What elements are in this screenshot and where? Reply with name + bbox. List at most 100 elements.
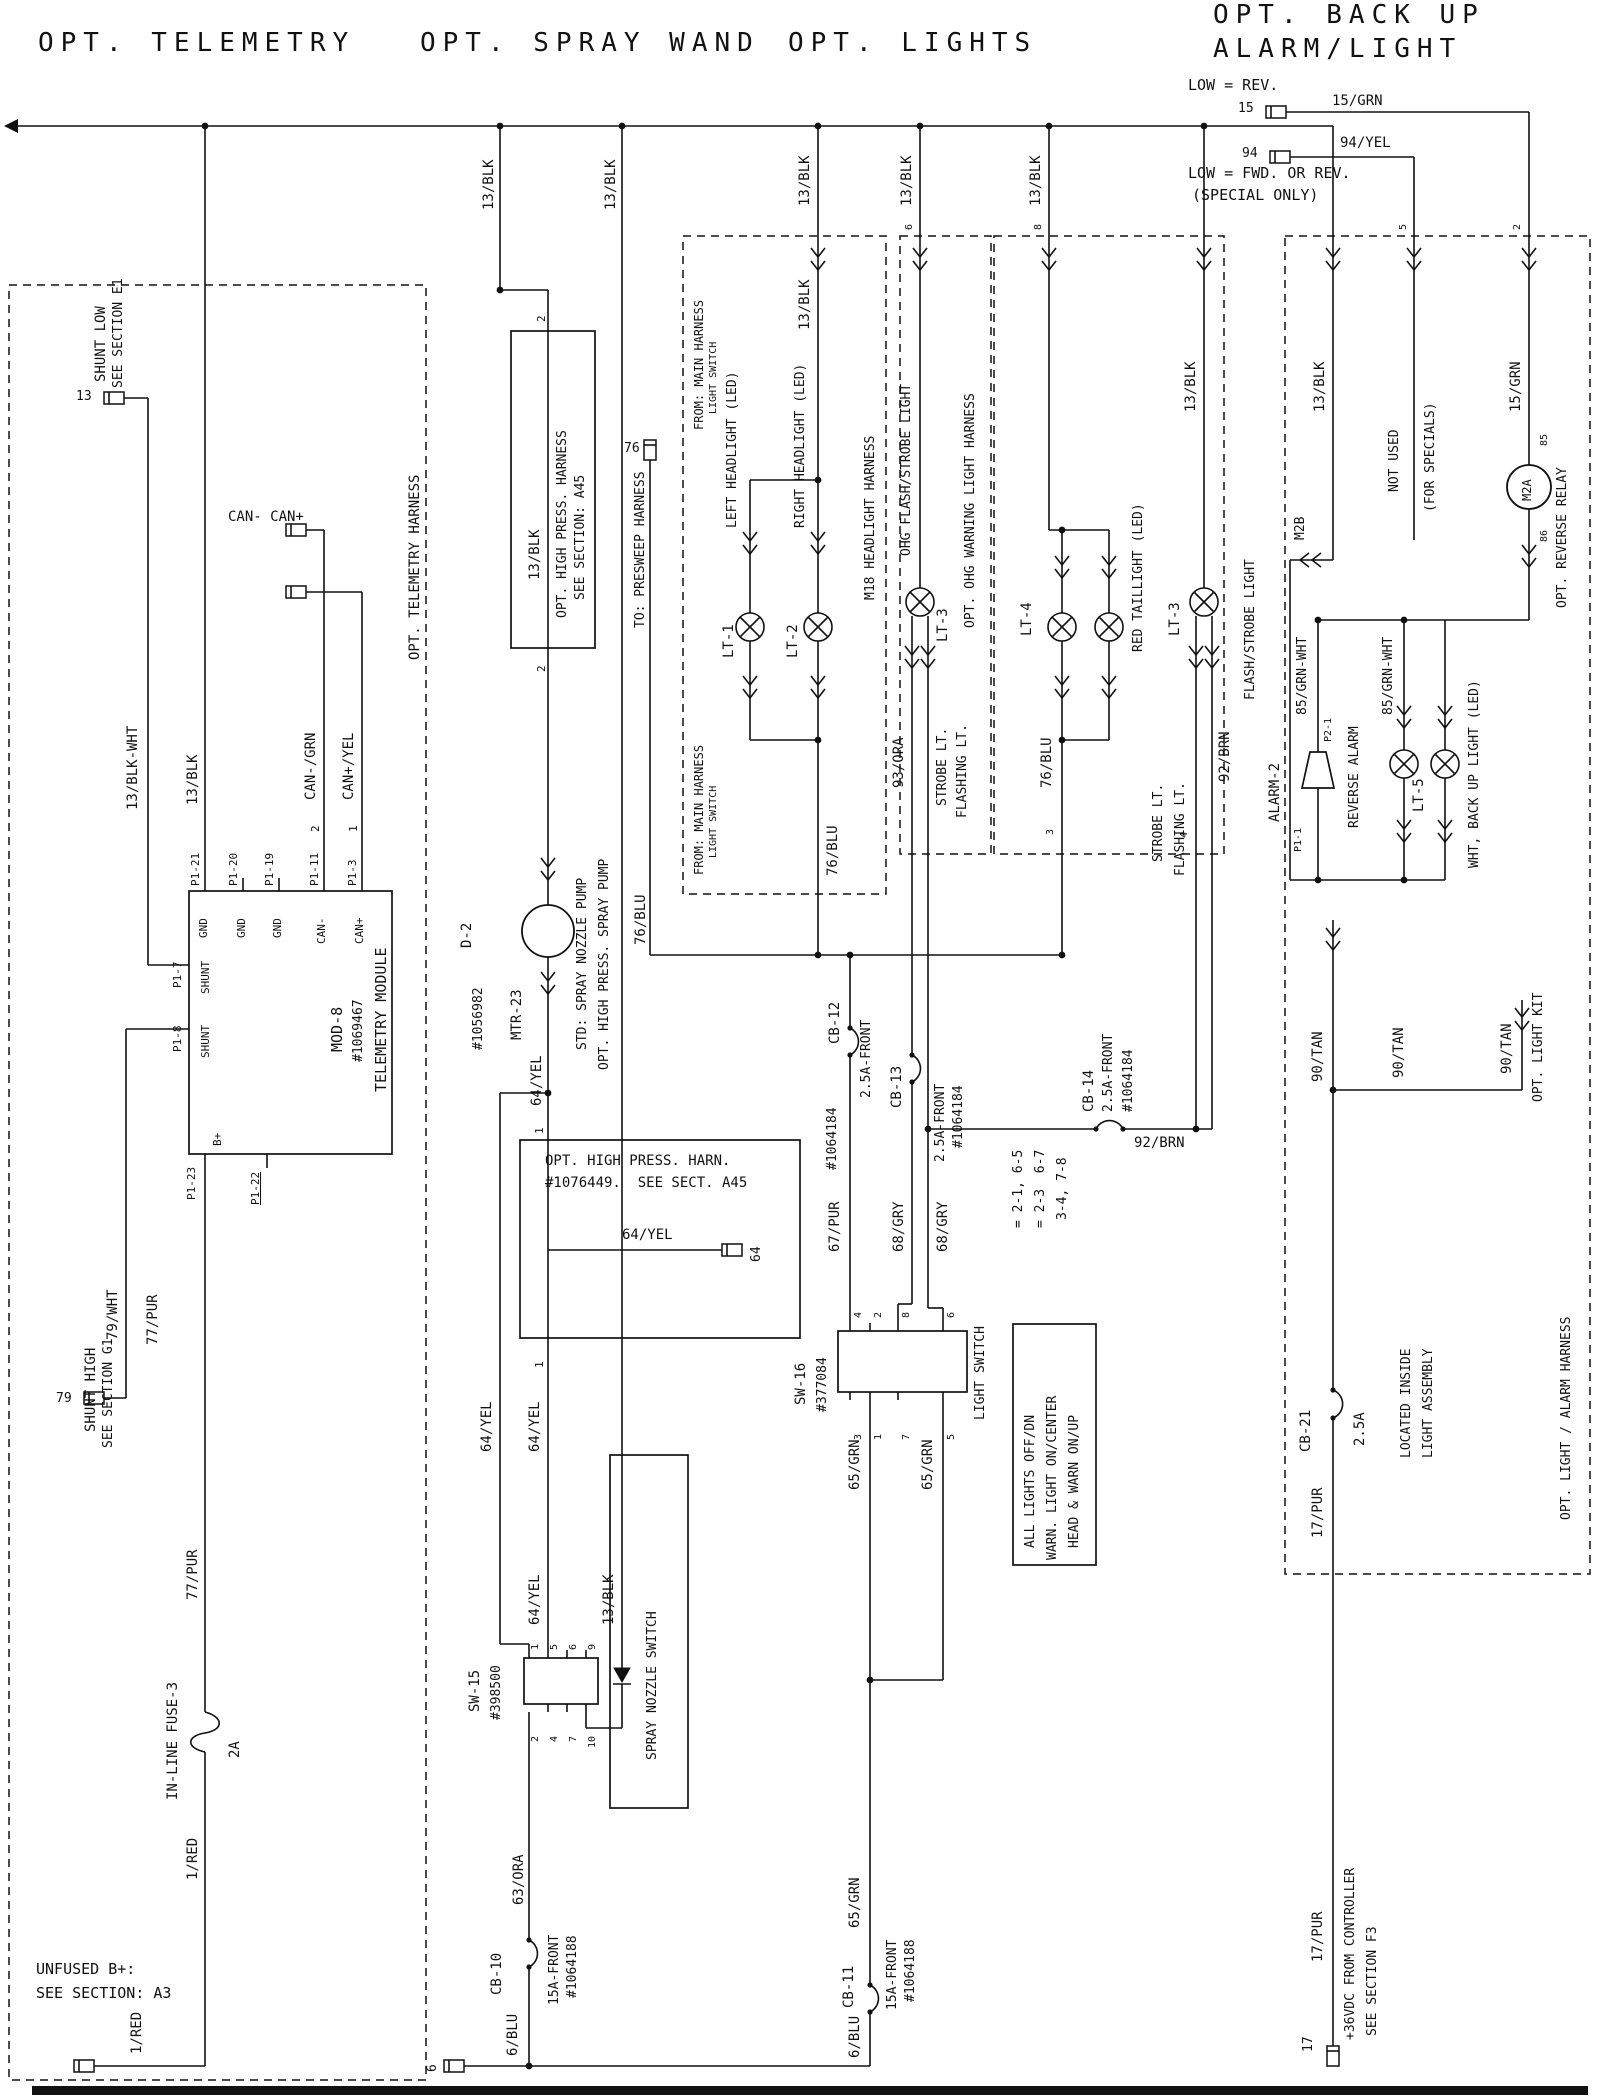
wire-label: 13/BLK [1183, 361, 1199, 412]
inline-connector-icon [1325, 927, 1341, 939]
inline-connector-icon [1521, 247, 1537, 259]
component-label: RIGHT HEADLIGHT (LED) [793, 363, 808, 528]
component-label: 2A [227, 1741, 243, 1758]
note-label: OPT. LIGHT KIT [1531, 992, 1546, 1102]
pin-label: P1-20 [227, 852, 240, 886]
pin-label: P1-1 [1293, 827, 1304, 852]
note-label: FLASHING LT. [1173, 782, 1188, 876]
component-label: D-2 [459, 922, 475, 948]
section-header: OPT. SPRAY WAND [420, 28, 760, 58]
section-header: OPT. TELEMETRY [38, 28, 356, 58]
note-label: NOT USED [1387, 429, 1402, 492]
harness-label: OPT. HIGH PRESS. HARN. [545, 1153, 731, 1169]
inline-connector-icon [810, 675, 826, 687]
wire-label: 93/ORA [891, 737, 907, 788]
junction-dot [1400, 876, 1408, 884]
component-label: SW-15 [467, 1669, 483, 1712]
inline-connector-icon [1437, 718, 1453, 730]
wire-label: 6/BLU [847, 2015, 863, 2058]
component-label: 2.5A-FRONT [1101, 1033, 1116, 1112]
circuit-breaker-icon [847, 1025, 853, 1031]
lamp-icon [905, 587, 935, 617]
component-label: MTR-23 [509, 989, 525, 1040]
wire-label: 65/GRN [847, 1439, 863, 1490]
pin-label: SHUNT [199, 960, 212, 994]
section-header: ALARM/LIGHT [1213, 34, 1463, 64]
inline-connector-icon [1041, 247, 1057, 259]
junction-dot [496, 286, 504, 294]
pin-label: P1-21 [189, 852, 202, 886]
component-label: CB-10 [489, 1952, 505, 1995]
pin-label: P1-3 [346, 859, 359, 887]
note-label: WARN. LIGHT ON/CENTER [1045, 1395, 1060, 1560]
lamp-icon [1434, 753, 1456, 775]
pin-label: 1 [533, 1127, 546, 1134]
connector-label: 64 [749, 1246, 764, 1262]
component-label: M2B [1293, 516, 1308, 540]
junction-dot [618, 122, 626, 130]
wire-label: 1/RED [185, 1837, 201, 1880]
note-label: = 2-3 6-7 [1033, 1149, 1048, 1228]
inline-connector-icon [920, 645, 936, 657]
circuit-breaker-icon [867, 2009, 873, 2015]
pin-label: 4 [549, 1735, 560, 1742]
harness-boundary-box [682, 235, 887, 895]
component-box [188, 890, 393, 1155]
circuit-breaker-icon [909, 1052, 915, 1058]
lamp-icon [1389, 749, 1419, 779]
wire-label: 76/BLU [1039, 737, 1055, 788]
junction-dot [525, 2062, 533, 2070]
diode-icon [613, 1667, 631, 1684]
circuit-breaker-icon [1093, 1126, 1099, 1132]
component-label: 15A-FRONT [885, 1939, 900, 2010]
inline-connector-icon [1101, 675, 1117, 687]
junction-dot [814, 476, 822, 484]
note-label: SEE SECTION F3 [1365, 1926, 1380, 2036]
wire-label: 13/BLK [481, 159, 497, 210]
circuit-breaker-icon [869, 1984, 880, 2013]
alarm-horn-icon [1300, 751, 1336, 789]
junction-dot [1058, 951, 1066, 959]
wire-label: 92/BRN [1134, 1135, 1185, 1151]
wire-label: 13/BLK [797, 279, 813, 330]
inline-connector-icon [1437, 819, 1453, 831]
lamp-icon [807, 616, 829, 638]
inline-connector-icon [1204, 658, 1220, 670]
pin-label: 6 [904, 223, 915, 230]
pin-label: 2 [309, 825, 322, 832]
junction-dot [814, 736, 822, 744]
component-label: LT-1 [721, 624, 737, 658]
note-label: STROBE LT. [1151, 783, 1166, 862]
harness-label: M18 HEADLIGHT HARNESS [863, 435, 878, 600]
component-label: LIGHT SWITCH [973, 1326, 988, 1420]
inline-connector-icon [1437, 832, 1453, 844]
note-label: UNFUSED B+: [36, 1960, 136, 1978]
harness-boundary-box [899, 235, 992, 855]
inline-connector-icon [1406, 260, 1422, 272]
wire-label: 1/RED [129, 2011, 145, 2054]
lamp-icon [1189, 587, 1219, 617]
junction-dot [1200, 122, 1208, 130]
pin-label: GND [271, 918, 284, 938]
lamp-icon [1098, 616, 1120, 638]
note-label: FLASHING LT. [955, 724, 970, 818]
pin-label: 6 [568, 1643, 579, 1650]
wire-label: 17/PUR [1310, 1487, 1326, 1538]
harness-boundary-box [993, 235, 1225, 855]
inline-connector-icon [1521, 260, 1537, 272]
inline-connector-icon [1298, 552, 1310, 568]
lamp-icon [1047, 612, 1077, 642]
circuit-breaker-icon [849, 1027, 860, 1056]
component-label: SW-16 [793, 1362, 809, 1405]
connector-label: 76 [624, 441, 640, 456]
inline-connector-icon [810, 688, 826, 700]
note-label: SEE SECTION G1 [101, 1338, 116, 1448]
component-box [519, 1139, 801, 1339]
relay-icon [1506, 464, 1552, 510]
component-label: 2.5A [1352, 1412, 1368, 1446]
component-label: IN-LINE FUSE-3 [165, 1681, 181, 1800]
inline-connector-icon [904, 645, 920, 657]
note-label: SHUNT HIGH [83, 1347, 99, 1432]
component-label: #1064188 [565, 1935, 580, 1998]
wire-label: 68/GRY [935, 1201, 951, 1252]
